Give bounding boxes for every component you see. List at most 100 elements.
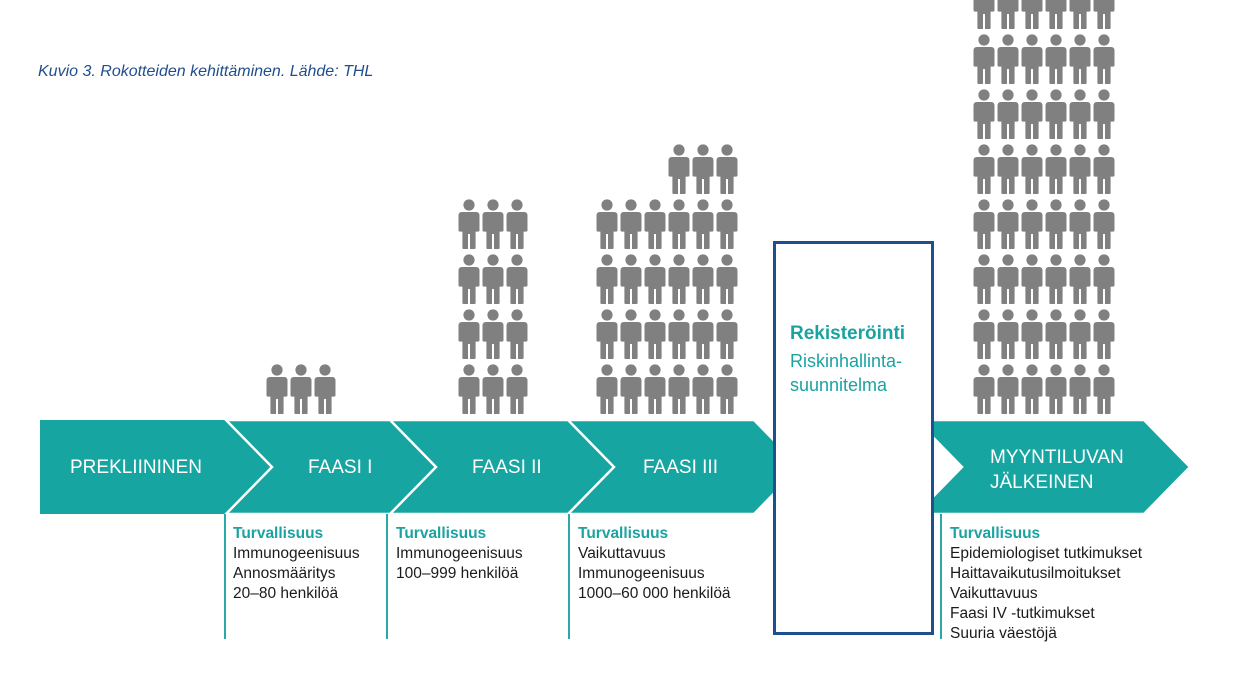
label-faasi-1: FAASI I [308,457,373,478]
person-icon [596,199,618,249]
person-icon [1021,89,1043,139]
person-icon [973,0,995,29]
details-faasi-2: Turvallisuus Immunogeenisuus 100–999 hen… [396,524,523,584]
person-icon [716,199,738,249]
divider-myyntiluvan-jalkeinen [940,514,942,639]
arrow-prekliininen [40,420,278,514]
details-line: Vaikuttavuus [578,545,666,562]
person-icon [1069,89,1091,139]
details-line: Epidemiologiset tutkimukset [950,545,1143,562]
person-icon [596,364,618,414]
person-icon [1021,309,1043,359]
details-line: Immunogeenisuus [396,545,523,562]
registration-subtitle: Riskinhallinta- suunnitelma [790,349,902,397]
person-icon [716,254,738,304]
person-icon [1045,89,1067,139]
person-icon [716,144,738,194]
person-icon [973,144,995,194]
person-icon [1021,34,1043,84]
details-heading: Turvallisuus [396,525,487,542]
person-icon [1069,309,1091,359]
person-icon [1069,0,1091,29]
person-icon [692,144,714,194]
person-icon [1093,309,1115,359]
person-icon [1093,364,1115,414]
person-icon [1093,34,1115,84]
person-icon [458,199,480,249]
person-icon [997,199,1019,249]
person-icon [668,144,690,194]
details-faasi-1: Turvallisuus Immunogeenisuus Annosmäärit… [233,524,360,604]
person-icon [1069,144,1091,194]
person-icon [1069,364,1091,414]
person-icon [290,364,312,414]
person-icon [973,199,995,249]
details-line: Suuria väestöjä [950,625,1057,642]
details-line: Vaikuttavuus [950,585,1038,602]
person-icon [668,199,690,249]
person-icon [314,364,336,414]
person-icon [482,199,504,249]
details-heading: Turvallisuus [233,525,324,542]
person-icon [973,89,995,139]
divider-faasi-3 [568,514,570,639]
person-icon [644,199,666,249]
label-faasi-3: FAASI III [643,457,718,478]
arrow-faasi-3 [565,418,802,516]
person-icon [1021,144,1043,194]
details-myyntiluvan-jalkeinen: Turvallisuus Epidemiologiset tutkimukset… [950,524,1142,644]
person-icon [644,309,666,359]
person-icon [266,364,288,414]
person-icon [692,199,714,249]
person-icon [997,0,1019,29]
person-icon [482,254,504,304]
participant-icons [266,0,1115,414]
person-icon [973,309,995,359]
person-icon [997,34,1019,84]
details-line: 20–80 henkilöä [233,585,339,602]
person-icon [997,254,1019,304]
label-prekliininen: PREKLIININEN [70,457,202,478]
person-icon [997,144,1019,194]
person-icon [716,364,738,414]
person-icon [668,309,690,359]
details-faasi-3: Turvallisuus Vaikuttavuus Immunogeenisuu… [578,524,731,604]
figure-caption: Kuvio 3. Rokotteiden kehittäminen. Lähde… [38,63,374,80]
label-faasi-2: FAASI II [472,457,542,478]
person-icon [506,364,528,414]
person-icon [1093,89,1115,139]
person-icon [458,309,480,359]
person-icon [1045,0,1067,29]
person-icon [1045,199,1067,249]
person-icon [997,364,1019,414]
divider-faasi-2 [386,514,388,639]
person-icon [644,364,666,414]
person-icon [973,254,995,304]
person-icon [1093,254,1115,304]
divider-faasi-1 [224,514,226,639]
person-icon [482,364,504,414]
person-icon [668,364,690,414]
person-icon [973,364,995,414]
person-icon [692,309,714,359]
person-icon [1069,199,1091,249]
registration-title: Rekisteröinti [790,323,906,344]
registration-box [773,241,934,635]
details-heading: Turvallisuus [578,525,669,542]
person-icon [596,309,618,359]
details-heading: Turvallisuus [950,525,1041,542]
person-icon [506,199,528,249]
registration-subtitle-line: suunnitelma [790,375,888,395]
details-line: Immunogeenisuus [578,565,705,582]
person-icon [973,34,995,84]
person-icon [458,254,480,304]
person-icon [1021,254,1043,304]
person-icon [1093,199,1115,249]
person-icon [644,254,666,304]
person-icon [997,89,1019,139]
person-icon [716,309,738,359]
phase-arrows [40,418,1192,516]
person-icon [1069,254,1091,304]
person-icon [620,364,642,414]
person-icon [997,309,1019,359]
